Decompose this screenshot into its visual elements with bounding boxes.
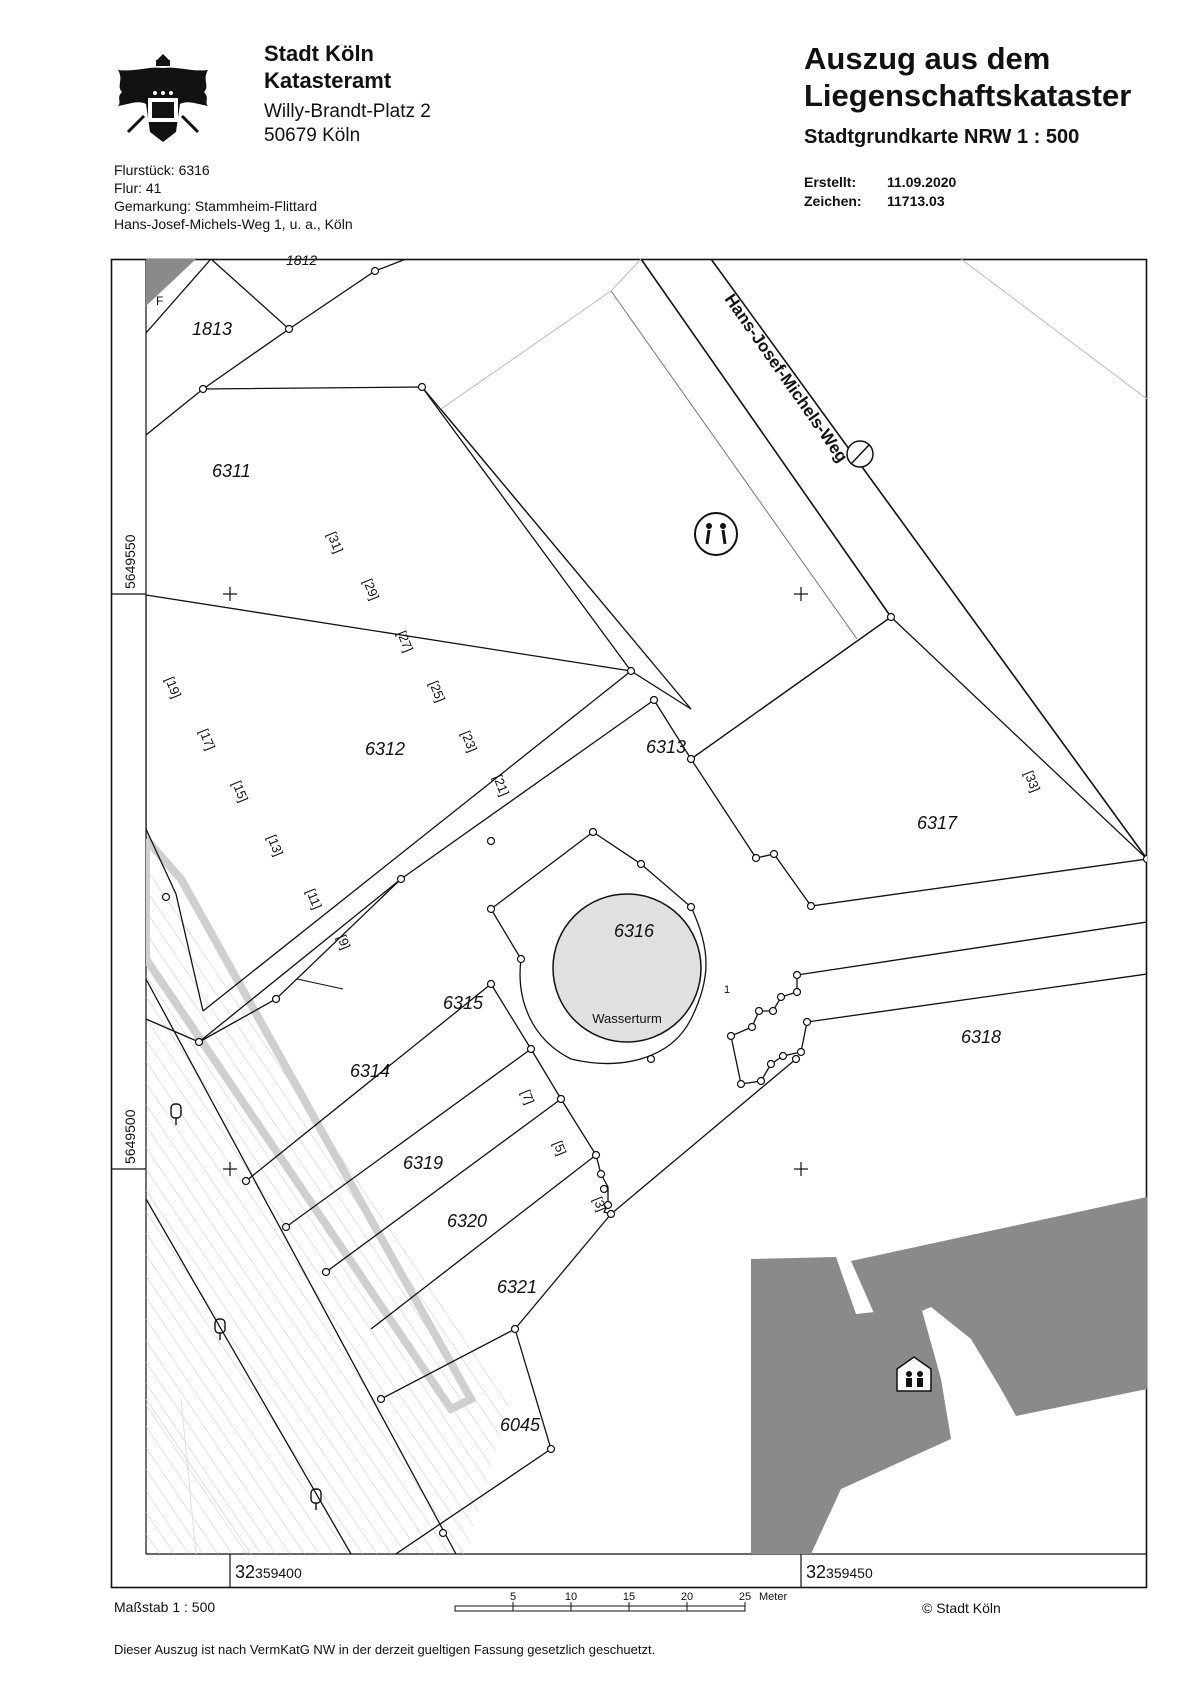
map-frame xyxy=(110,258,1148,1589)
gemarkung-info: Gemarkung: Stammheim-Flittard xyxy=(114,198,318,214)
svg-text:[23]: [23] xyxy=(458,729,480,755)
street-name-label: Hans-Josef-Michels-Weg xyxy=(721,290,852,465)
map-content xyxy=(146,259,1147,1554)
address-info: Hans-Josef-Michels-Weg 1, u. a., Köln xyxy=(114,216,353,232)
school-icon xyxy=(896,1356,932,1392)
tower-note: 1 xyxy=(724,984,730,996)
org-department: Katasteramt xyxy=(264,68,392,93)
created-date: 11.09.2020 xyxy=(887,174,957,190)
svg-text:[3]: [3] xyxy=(590,1195,609,1214)
coord-northing-upper: 5649550 xyxy=(122,534,138,589)
scale-tick-20: 20 xyxy=(681,1591,693,1603)
water-tower-label: Wasserturm xyxy=(592,1011,662,1026)
document-title-2: Liegenschaftskataster xyxy=(804,78,1132,113)
parcel-label-6311: 6311 xyxy=(212,461,251,481)
svg-text:[13]: [13] xyxy=(264,833,286,859)
grid-crosses xyxy=(223,587,808,1176)
svg-text:[31]: [31] xyxy=(324,530,346,556)
building-flag-label: F xyxy=(156,294,163,308)
road-edge xyxy=(146,832,477,1415)
svg-text:[33]: [33] xyxy=(1021,769,1043,795)
svg-text:[11]: [11] xyxy=(303,887,325,912)
coord-easting-left: 32359400 xyxy=(235,1562,302,1582)
org-street: Willy-Brandt-Platz 2 xyxy=(264,101,431,122)
svg-text:[7]: [7] xyxy=(518,1088,537,1107)
reference-label: Zeichen: xyxy=(804,193,862,209)
parcel-labels: 1813 6311 6312 6313 6314 6315 6316 6317 … xyxy=(192,252,1001,1435)
parcel-label-6315: 6315 xyxy=(443,993,484,1013)
scale-tick-15: 15 xyxy=(623,1591,635,1603)
svg-text:[9]: [9] xyxy=(334,933,353,952)
cadastral-map: 1813 6311 6312 6313 6314 6315 6316 6317 … xyxy=(110,252,1148,1589)
parcel-label-6321: 6321 xyxy=(497,1277,537,1297)
created-label: Erstellt: xyxy=(804,174,857,190)
cologne-coat-of-arms-icon xyxy=(118,54,208,142)
parcel-label-1812: 1812 xyxy=(286,252,317,268)
parcel-label-6314: 6314 xyxy=(350,1061,390,1081)
coord-northing-lower: 5649500 xyxy=(122,1109,138,1164)
sidewalk-hatching xyxy=(146,859,511,1554)
parcel-label-6316: 6316 xyxy=(614,921,655,941)
scale-bar: 5 10 15 20 25 Meter xyxy=(454,1591,787,1612)
svg-text:[5]: [5] xyxy=(550,1139,569,1158)
document-title: Auszug aus dem xyxy=(804,41,1051,76)
school-building xyxy=(751,1257,951,1554)
document-subtitle: Stadtgrundkarte NRW 1 : 500 xyxy=(804,126,1080,148)
bus-stop-icon xyxy=(170,1103,322,1510)
svg-text:[19]: [19] xyxy=(162,675,184,701)
svg-text:[27]: [27] xyxy=(394,629,416,655)
building-east xyxy=(851,1197,1147,1416)
boundary-points xyxy=(161,266,1147,1538)
parcel-label-6045: 6045 xyxy=(500,1415,541,1435)
scale-tick-10: 10 xyxy=(565,1591,577,1603)
svg-text:[21]: [21] xyxy=(490,773,512,799)
scale-text: Maßstab 1 : 500 xyxy=(114,1599,216,1615)
scale-tick-5: 5 xyxy=(510,1591,516,1603)
parcel-label-6319: 6319 xyxy=(403,1153,443,1173)
parcel-label-1813: 1813 xyxy=(192,319,232,339)
playground-icon xyxy=(694,512,738,556)
legal-note: Dieser Auszug ist nach VermKatG NW in de… xyxy=(114,1642,656,1657)
parcel-label-6312: 6312 xyxy=(365,739,405,759)
scale-unit: Meter xyxy=(759,1591,787,1603)
org-name: Stadt Köln xyxy=(264,41,374,66)
parcel-label-6313: 6313 xyxy=(646,737,686,757)
svg-text:[25]: [25] xyxy=(426,679,448,705)
tree-icon xyxy=(846,440,874,468)
scale-tick-25: 25 xyxy=(739,1591,751,1603)
small-building xyxy=(146,259,196,306)
reference-number: 11713.03 xyxy=(887,193,945,209)
parcel-label-6317: 6317 xyxy=(917,813,958,833)
svg-text:[29]: [29] xyxy=(360,577,382,603)
coord-easting-right: 32359450 xyxy=(806,1562,873,1582)
flurstueck-info: Flurstück: 6316 xyxy=(114,162,210,178)
svg-text:[17]: [17] xyxy=(196,727,218,753)
copyright: © Stadt Köln xyxy=(922,1600,1001,1616)
parcel-label-6318: 6318 xyxy=(961,1027,1001,1047)
flur-info: Flur: 41 xyxy=(114,180,162,196)
org-city: 50679 Köln xyxy=(264,125,361,146)
parcel-label-6320: 6320 xyxy=(447,1211,487,1231)
parcel-6316-outline xyxy=(490,831,707,1065)
water-tower-building xyxy=(552,893,702,1043)
svg-text:[15]: [15] xyxy=(229,779,251,805)
